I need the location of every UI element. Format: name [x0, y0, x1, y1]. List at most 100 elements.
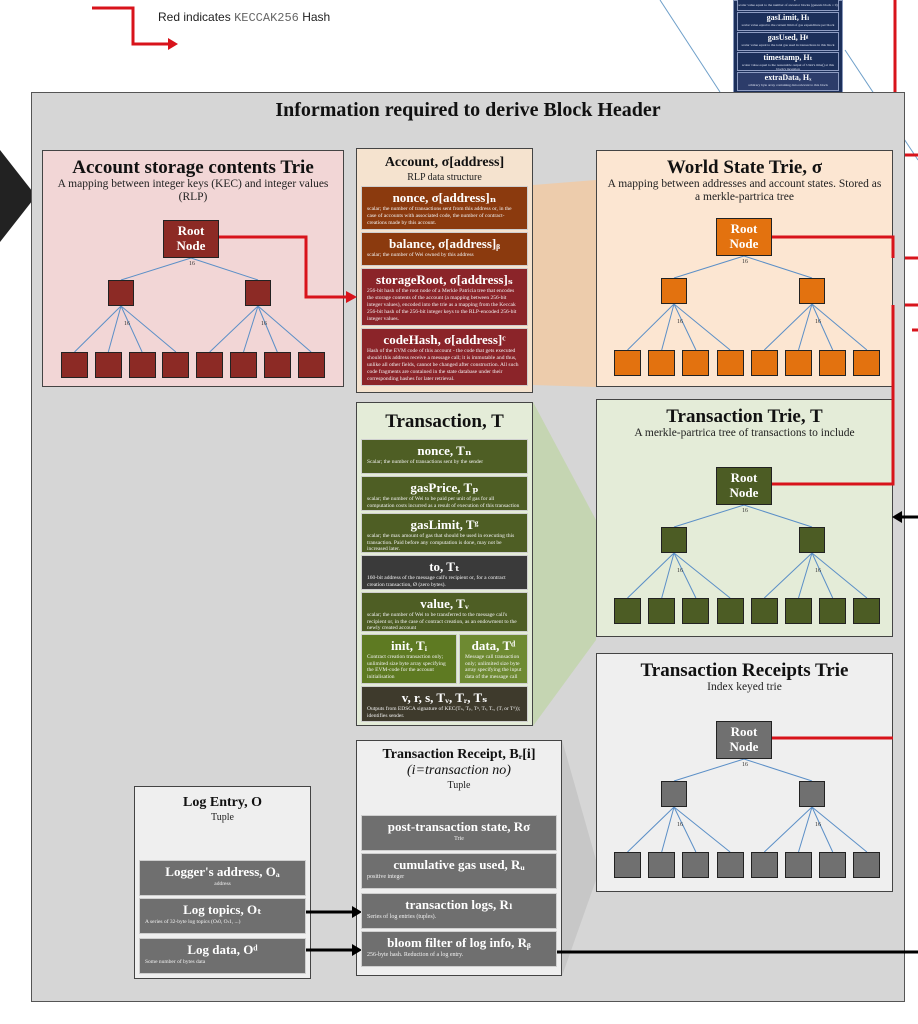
receipt-field-desc: Series of log entries (tuples). — [367, 914, 437, 920]
receipts-trie-leaf-node — [819, 852, 847, 878]
world-state-trie-leaf-node — [648, 350, 676, 376]
transaction-field-name: v, r, s, Tᵥ, Tᵣ, Tₛ — [401, 690, 488, 705]
transaction-trie-title: Transaction Trie, T — [666, 406, 823, 427]
receipts-trie-edge — [811, 806, 834, 853]
receipt-field-desc: 256-byte hash. Reduction of a log entry. — [367, 952, 464, 958]
receipts-trie-leaf-node — [785, 852, 812, 878]
receipt-field-name: cumulative gas used, Rᵤ — [393, 857, 525, 872]
transaction-field-name: value, Tᵥ — [420, 596, 469, 611]
storage-trie-leaf-node — [128, 352, 156, 378]
block-header-field-name: gasLimit, Hₗ — [766, 13, 810, 22]
receipt-field-desc: Trie — [454, 836, 464, 842]
storage-trie-leaf-node — [162, 352, 190, 378]
storage-trie-edge — [107, 305, 122, 353]
storage-trie-edge-label: 16 — [189, 261, 195, 267]
storage-trie-edge — [209, 305, 259, 353]
transaction-trie-branch-node — [661, 527, 687, 553]
receipt-field-desc: positive integer — [367, 874, 405, 880]
transaction-title: Transaction, T — [385, 411, 504, 432]
transaction-field-desc: Message call transaction only; unlimited… — [465, 654, 522, 680]
storage-trie-box: Account storage contents Trie A mapping … — [42, 150, 344, 387]
storage-trie-edge-label: 16 — [261, 321, 267, 327]
transaction-field-desc: scalar; the number of Wei to be transfer… — [367, 612, 517, 631]
left-pointer-icon — [0, 150, 36, 242]
world-state-trie-branch-node — [799, 278, 825, 304]
world-state-box: World State Trie, σ A mapping between ad… — [596, 150, 893, 387]
receipts-trie-leaf-node — [648, 852, 676, 878]
storage-trie-edge — [74, 305, 122, 353]
storage-trie-edge — [120, 257, 192, 281]
storage-root-hash-arrowhead — [346, 291, 357, 303]
main-title: Information required to derive Block Hea… — [275, 99, 661, 121]
receipts-trie-edge-label: 16 — [677, 822, 683, 828]
receipts-trie-leaf-node — [716, 852, 744, 878]
transaction-field-desc: Outputs from EDSCA signature of KEC(Tₙ, … — [367, 706, 521, 719]
receipts-trie-leaf-node — [750, 852, 778, 878]
receipts-trie-root-node: Root Node — [716, 721, 772, 759]
log-entry-field-name: Log topics, Oₜ — [183, 902, 262, 917]
world-state-trie-edge — [673, 303, 697, 351]
block-header-field-desc: scalar value equal to the number of ance… — [738, 3, 838, 7]
log-data-arrowhead — [352, 944, 362, 956]
storage-trie-leaf-node — [230, 352, 257, 378]
block-header-field-desc: scalar value equal to the total gas used… — [741, 43, 835, 47]
receipts-trie-title: Transaction Receipts Trie — [640, 660, 849, 681]
transaction-trie-leaf-node — [785, 598, 812, 624]
receipt-subtitle: (i=transaction no) — [407, 763, 511, 778]
storage-trie-edge — [257, 305, 278, 353]
account-field-name: storageRoot, σ[address]ₛ — [376, 272, 513, 287]
account-field-name: balance, σ[address]ᵦ — [388, 236, 501, 251]
receipts-trie-edge — [798, 806, 813, 853]
storage-root-hash-line — [219, 235, 346, 299]
receipt-sub2: Tuple — [447, 780, 471, 791]
storage-trie-leaf-node — [196, 352, 224, 378]
log-entry-title: Log Entry, O — [183, 795, 262, 810]
transaction-trie-subtitle: A merkle-partrica tree of transactions t… — [634, 427, 855, 439]
storage-trie-leaf-node — [297, 352, 325, 378]
transaction-trie-leaf-node — [682, 598, 710, 624]
block-header-field-name: timestamp, Hₜ — [763, 53, 813, 62]
guide-line — [659, 0, 721, 93]
transaction-trie-edge — [811, 552, 868, 599]
receipts-trie-edge-label: 16 — [742, 762, 748, 768]
account-title: Account, σ[address] — [384, 155, 505, 170]
receipts-trie-edge — [673, 758, 745, 782]
account-subtitle: RLP data structure — [407, 172, 482, 183]
receipts-trie-leaf-node — [614, 852, 641, 878]
receipts-trie-leaf-node — [682, 852, 710, 878]
transaction-trie-edge-label: 16 — [815, 568, 821, 574]
transaction-field-name: nonce, Tₙ — [417, 443, 472, 458]
log-entry-field-name: Logger's address, Oₐ — [165, 864, 280, 879]
block-header-mini: number, Hₙscalar value equal to the numb… — [733, 0, 843, 93]
block-header-field-desc: scalar value equal to the current limit … — [741, 23, 835, 27]
receipts-trie-edge — [661, 806, 675, 853]
world-state-trie-root-node: Root Node — [716, 218, 772, 256]
transaction-field-name: gasLimit, Tᵍ — [410, 517, 479, 532]
transaction-field-desc: scalar; the max amount of gas that shoul… — [367, 533, 515, 552]
receipts-trie-leaf-node — [853, 852, 881, 878]
world-state-trie-leaf-node — [853, 350, 881, 376]
world-state-trie-edge-label: 16 — [815, 319, 821, 325]
transaction-trie-edge — [673, 552, 697, 599]
storage-trie-leaf-node — [263, 352, 291, 378]
transaction-trie-edge — [627, 552, 675, 599]
transaction-trie-leaf-node — [819, 598, 847, 624]
receipts-trie-edge — [811, 806, 868, 853]
block-header-field-name: gasUsed, Hᵍ — [767, 33, 809, 42]
log-entry-field-desc: address — [214, 881, 231, 887]
receipt-field-name: post-transaction state, Rσ — [387, 819, 531, 834]
world-state-trie-leaf-node — [750, 350, 778, 376]
transaction-trie-edge — [661, 552, 675, 599]
transaction-trie-edge — [743, 504, 813, 528]
receipts-trie-edge-label: 16 — [815, 822, 821, 828]
transaction-trie-root-node: Root Node — [716, 467, 772, 505]
legend-red-arrow — [92, 6, 168, 46]
block-header-field-desc: scalar value equal to the reasonable out… — [742, 63, 834, 71]
